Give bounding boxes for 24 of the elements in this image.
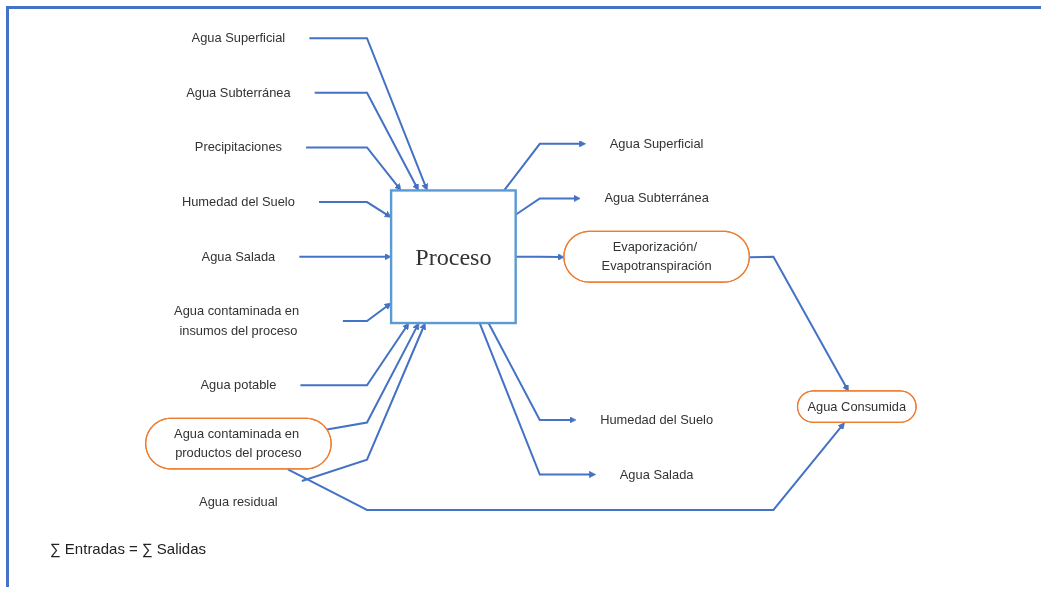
arrow — [515, 253, 565, 261]
arrow — [306, 146, 402, 191]
arrow — [287, 422, 845, 511]
node-text: Agua Superficial — [609, 136, 704, 151]
arrow — [749, 255, 849, 392]
node-text: Agua potable — [200, 378, 277, 392]
arrow — [319, 201, 392, 218]
node-box: Proceso — [389, 189, 517, 325]
arrow — [314, 91, 419, 191]
arrow — [309, 37, 429, 191]
arrow — [299, 253, 392, 261]
node-text: Agua residual — [199, 494, 278, 509]
note: ∑ Entradas = ∑ Salidas — [50, 540, 207, 557]
node-text: Humedad del Suelo — [181, 194, 295, 209]
node-text: Precipitaciones — [194, 140, 283, 154]
node-text: Humedad del Suelo — [600, 412, 714, 427]
node-text: Agua Superficial — [191, 30, 286, 45]
node-text: Agua Salada — [201, 249, 276, 264]
node-text: Agua Subterránea — [604, 191, 709, 205]
arrow — [342, 302, 392, 323]
node-text: Agua Subterránea — [186, 85, 291, 100]
node-text: Agua contaminada en insumos del proceso — [174, 304, 300, 338]
node-text: Agua Salada — [619, 467, 694, 481]
arrow — [515, 194, 581, 216]
